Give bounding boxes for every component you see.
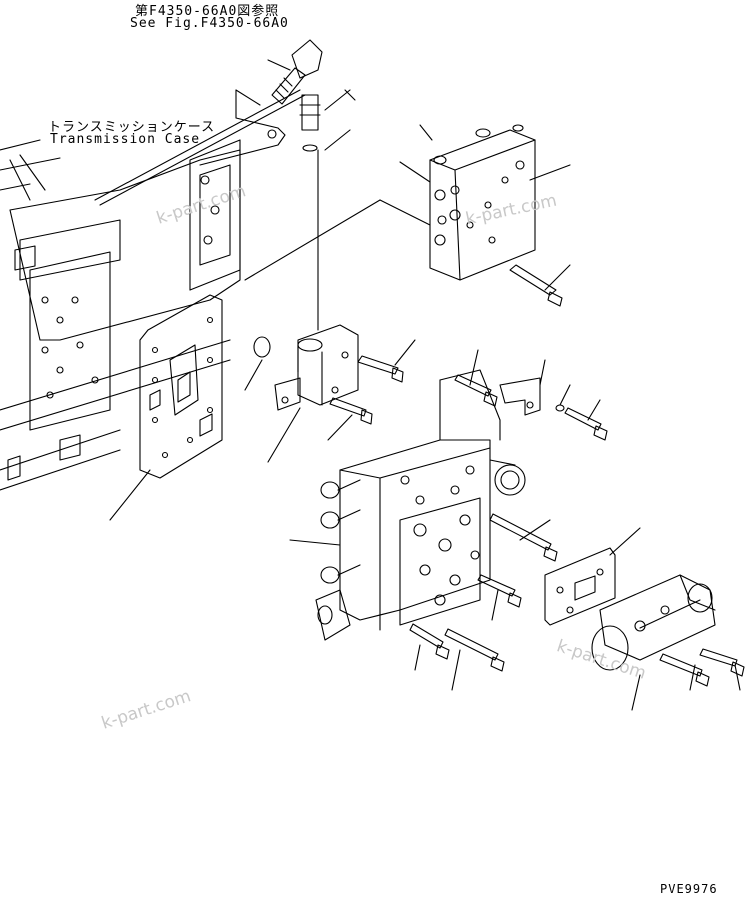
cover-plate [545,528,640,625]
bolts-center [328,340,415,440]
main-control-valve [290,370,525,640]
bolts-valve [410,350,607,690]
bracket-mid [500,360,570,415]
drawing-code: PVE9976 [660,882,718,896]
bolt-upper [510,265,570,306]
valve-block-upper [245,125,570,280]
reference-figure-en: See Fig.F4350-66A0 [130,16,289,31]
valve-body-center [245,325,358,462]
leader-lines [345,90,355,100]
bracket-plate [200,90,285,165]
reference-figure-jp: 第F4350-66A0図参照 [135,4,280,19]
separator-plate [110,295,222,520]
solenoid-assembly [592,575,744,710]
transmission-case-label-jp: トランスミッションケース [48,120,216,135]
elbow-fitting [268,40,350,330]
transmission-case-label-en: Transmission Case [50,132,201,147]
transmission-case [0,90,305,490]
